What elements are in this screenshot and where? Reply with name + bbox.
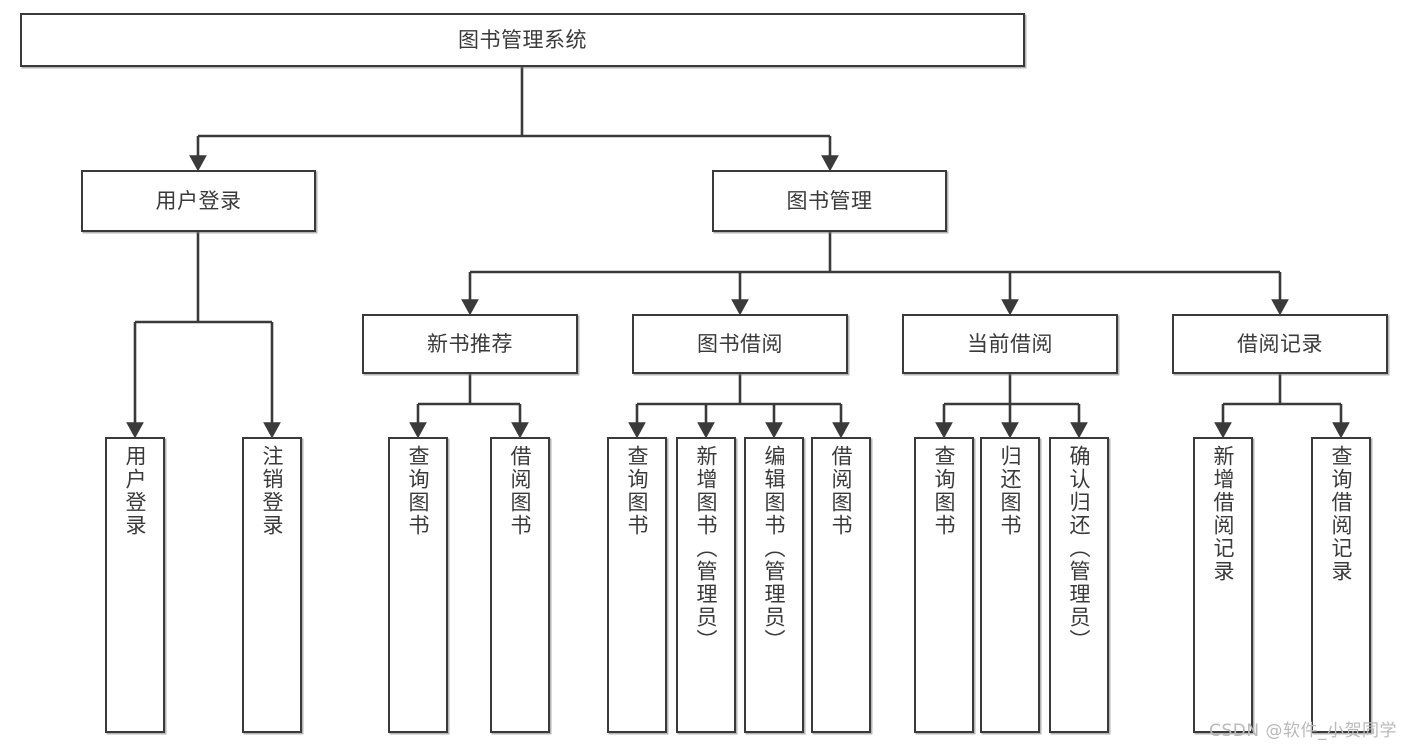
watermark-text: CSDN @软件_小贺同学 [1209,721,1397,741]
node-leaf-add-record[interactable]: 新增借阅记录 [1193,437,1253,733]
node-leaf-borrow-book-2[interactable]: 借阅图书 [811,437,871,733]
node-leaf-edit-book[interactable]: 编辑图书（管理员） [744,437,804,733]
node-label: 新书推荐 [427,331,513,356]
node-new-book-recommend[interactable]: 新书推荐 [362,314,578,374]
node-label: 确认归还（管理员） [1067,445,1092,652]
node-label: 借阅记录 [1237,331,1323,356]
node-leaf-query-book-3[interactable]: 查询图书 [914,437,974,733]
node-label: 查询图书 [932,445,957,537]
node-label: 借阅图书 [829,445,854,537]
node-leaf-return-book[interactable]: 归还图书 [980,437,1040,733]
node-label: 查询图书 [625,445,650,537]
node-label: 用户登录 [155,188,242,213]
node-label: 编辑图书（管理员） [762,445,787,652]
node-leaf-query-book-1[interactable]: 查询图书 [388,437,448,733]
node-label: 新增借阅记录 [1211,445,1236,583]
node-label: 借阅图书 [508,445,533,537]
node-leaf-borrow-book-1[interactable]: 借阅图书 [490,437,550,733]
node-label: 图书管理 [786,188,873,213]
node-label: 新增图书（管理员） [694,445,719,652]
node-label: 注销登录 [260,445,285,537]
node-borrow-record[interactable]: 借阅记录 [1172,314,1388,374]
node-leaf-logout-login[interactable]: 注销登录 [242,437,302,733]
node-label: 查询借阅记录 [1329,445,1354,583]
node-leaf-add-book[interactable]: 新增图书（管理员） [676,437,736,733]
node-leaf-confirm-return[interactable]: 确认归还（管理员） [1049,437,1109,733]
node-label: 查询图书 [406,445,431,537]
node-label: 当前借阅 [967,331,1053,356]
node-current-borrow[interactable]: 当前借阅 [902,314,1118,374]
node-label: 用户登录 [123,445,148,537]
node-label: 图书管理系统 [458,27,587,52]
node-leaf-user-login[interactable]: 用户登录 [105,437,165,733]
node-book-management-system[interactable]: 图书管理系统 [20,13,1025,67]
node-book-management[interactable]: 图书管理 [712,170,947,232]
node-label: 归还图书 [998,445,1023,537]
node-label: 图书借阅 [697,331,783,356]
node-user-login[interactable]: 用户登录 [81,170,316,232]
node-leaf-query-record[interactable]: 查询借阅记录 [1311,437,1371,733]
node-book-borrow[interactable]: 图书借阅 [632,314,848,374]
node-leaf-query-book-2[interactable]: 查询图书 [607,437,667,733]
